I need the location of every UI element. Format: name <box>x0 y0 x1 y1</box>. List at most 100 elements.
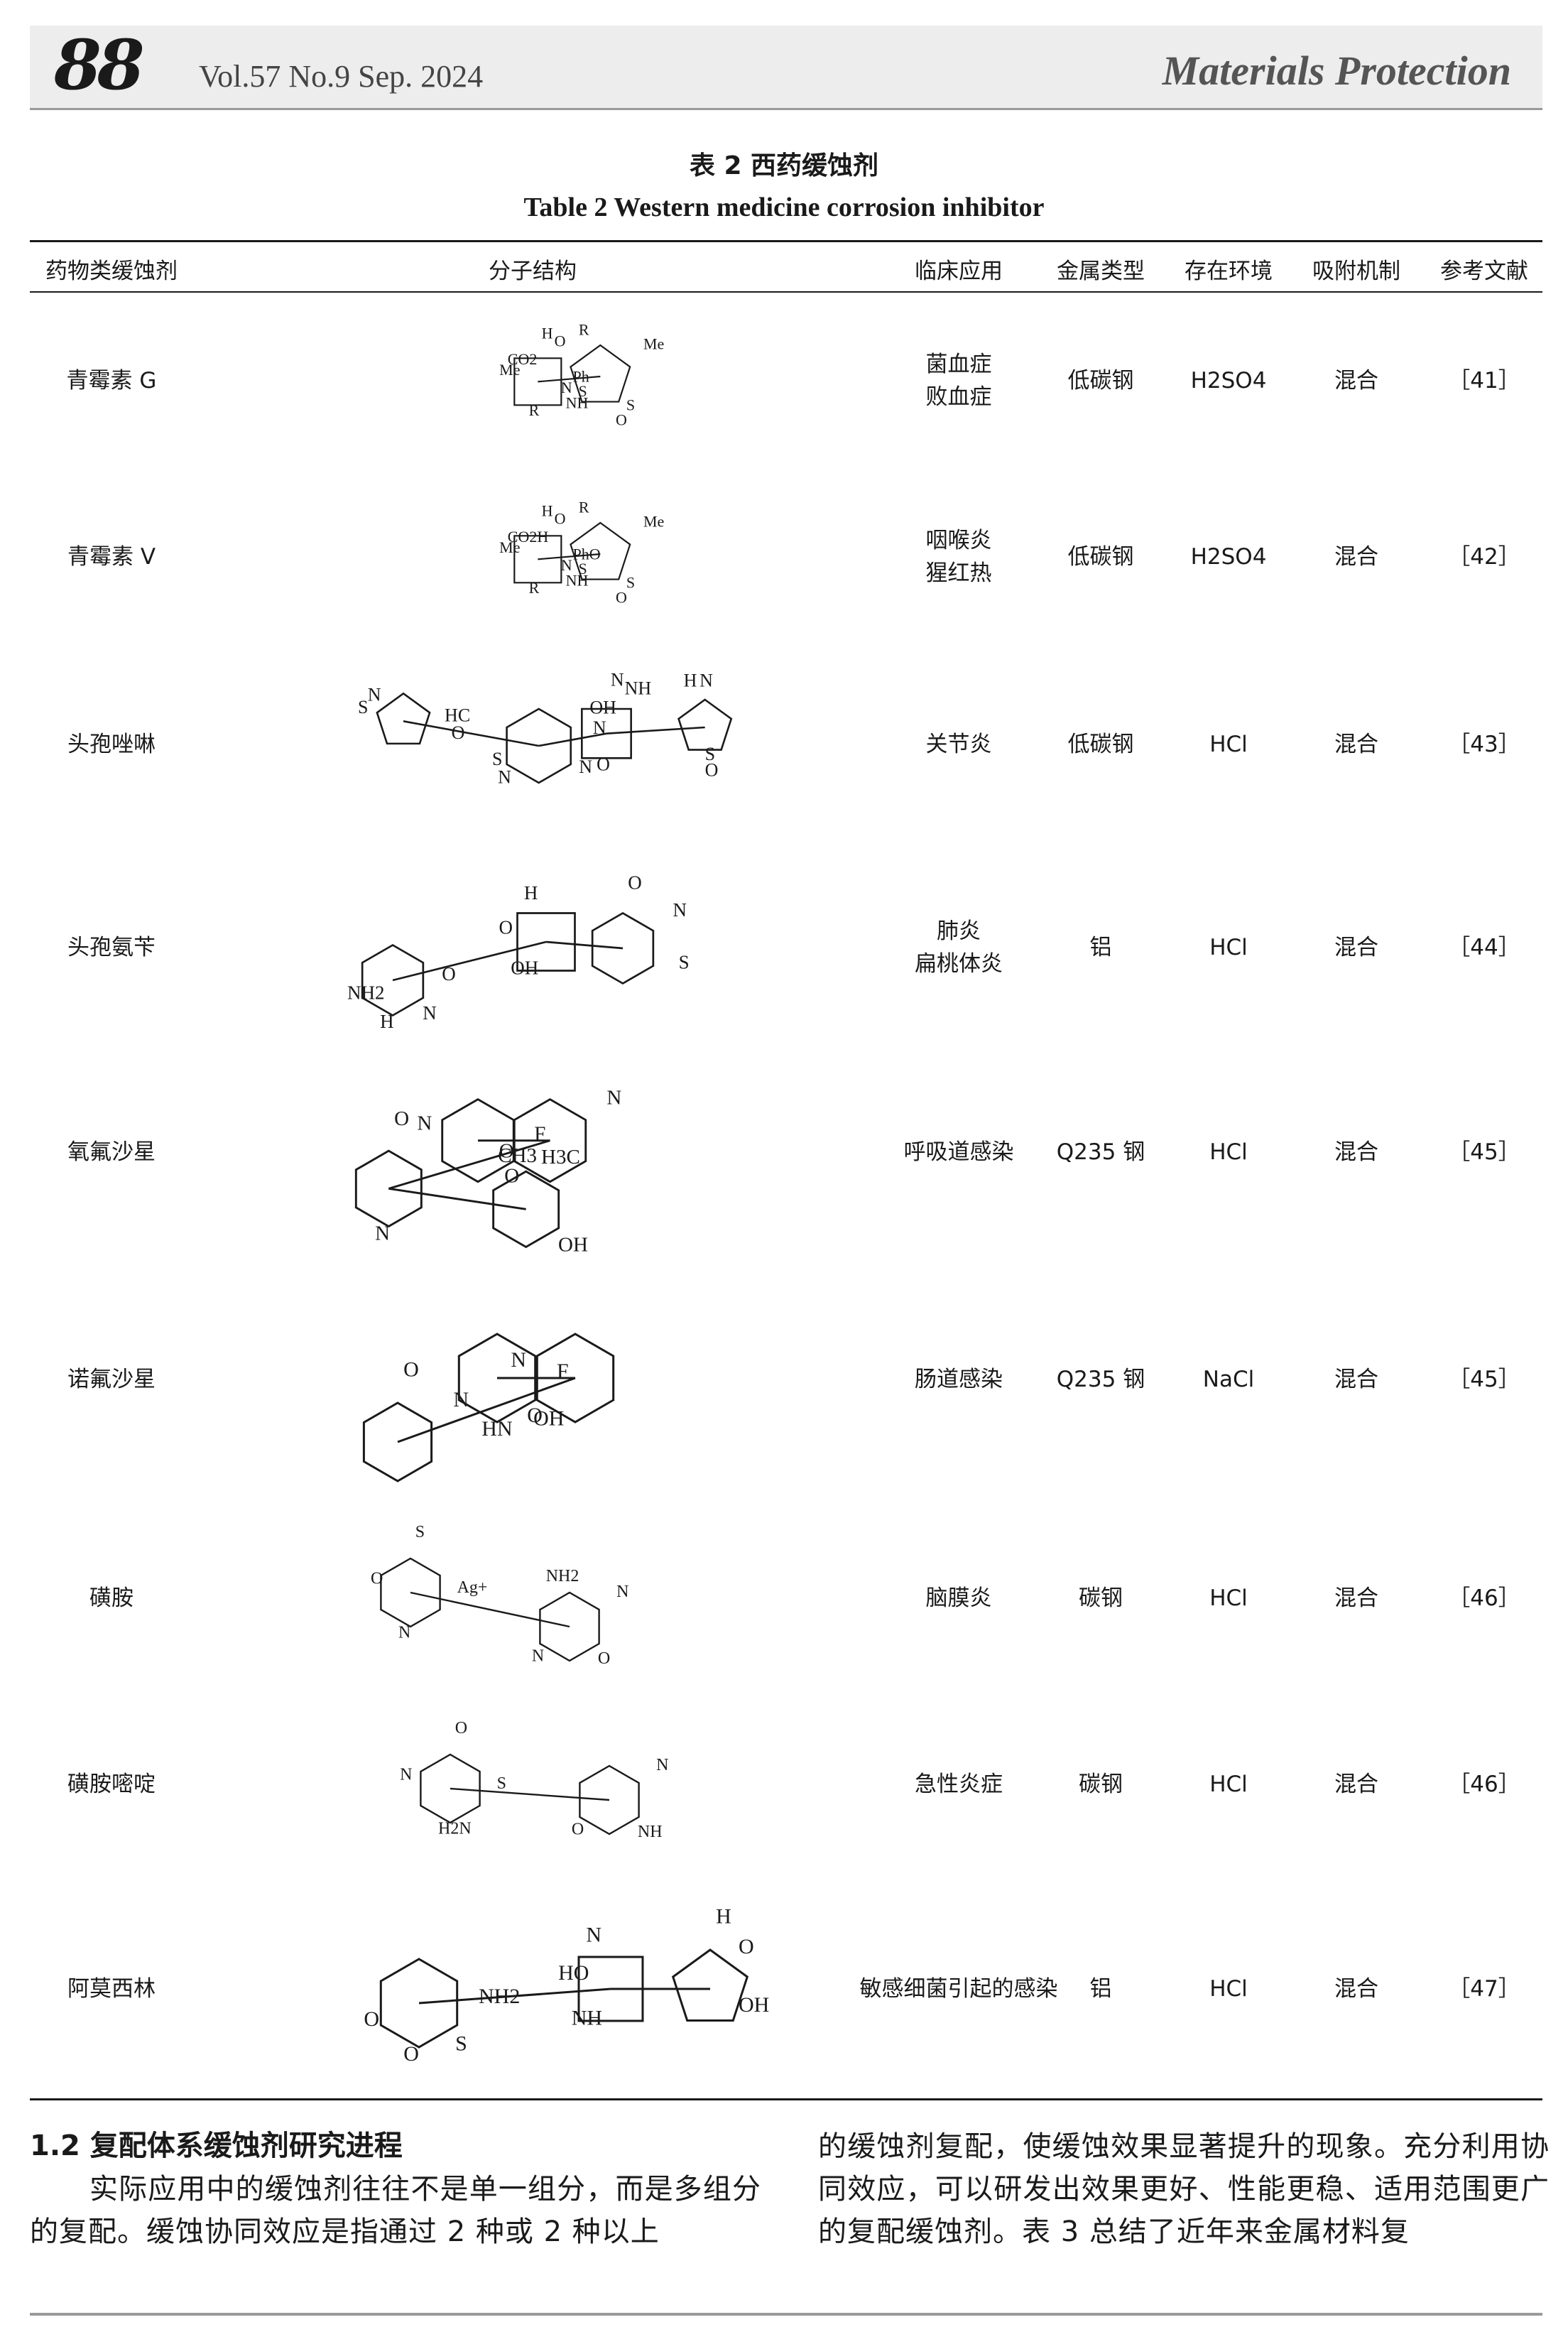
environment-cell: H2SO4 <box>1190 544 1267 570</box>
atom-label: N <box>375 1222 390 1244</box>
environment-cell: H2SO4 <box>1190 368 1267 394</box>
clinical-application-cell: 关节炎 <box>838 728 1079 761</box>
ring-bond <box>581 707 632 759</box>
ring-bond <box>362 1401 433 1482</box>
atom-label: O <box>739 1935 754 1958</box>
atom-label: Me <box>499 538 520 556</box>
ring-bond <box>677 698 733 751</box>
atom-label: O <box>403 1357 419 1381</box>
column-header-drug: 药物类缓蚀剂 <box>45 259 178 284</box>
drug-name-cell: 磺胺 <box>89 1585 134 1611</box>
clinical-application-cell: 菌血症败血症 <box>838 348 1079 413</box>
atom-label: OH <box>558 1233 588 1256</box>
section-title: 1.2 复配体系缓蚀剂研究进程 <box>30 2130 403 2162</box>
atom-label: N <box>656 1756 668 1774</box>
atom-label: S <box>358 697 368 717</box>
ring-bond <box>591 911 655 985</box>
clinical-application-line: 肠道感染 <box>915 1367 1003 1392</box>
atom-label: N <box>400 1766 412 1784</box>
atom-label: HC <box>445 705 470 725</box>
clinical-application-line: 脑膜炎 <box>925 1585 992 1611</box>
reference-cell: ［43］ <box>1448 732 1520 757</box>
chain-bond <box>392 940 547 982</box>
chain-bond <box>545 940 624 950</box>
atom-label: N <box>398 1623 410 1642</box>
atom-label: O <box>616 411 627 429</box>
clinical-application-line: 急性炎症 <box>915 1772 1003 1797</box>
clinical-application-line: 敏感细菌引起的感染 <box>859 1976 1058 2002</box>
atom-label: O <box>572 1821 584 1839</box>
atom-label: HO <box>558 1961 589 1985</box>
table-header-rule <box>30 291 1542 293</box>
ring-bond <box>671 1948 749 2022</box>
ring-bond <box>457 1333 537 1423</box>
ring-bond <box>513 535 562 584</box>
metal-type-cell: 碳钢 <box>1079 1585 1123 1611</box>
atom-label: Me <box>643 512 664 530</box>
metal-type-cell: 铝 <box>1089 1976 1112 2002</box>
drug-name-cell: 诺氟沙星 <box>67 1367 156 1392</box>
atom-label: S <box>626 396 635 414</box>
atom-label: N <box>417 1112 432 1135</box>
reference-cell: ［45］ <box>1448 1139 1520 1165</box>
chain-bond <box>403 720 539 747</box>
column-header-mechanism: 吸附机制 <box>1312 259 1400 284</box>
environment-cell: HCl <box>1209 1772 1248 1797</box>
metal-type-cell: 碳钢 <box>1079 1772 1123 1797</box>
drug-name-cell: 磺胺嘧啶 <box>67 1772 156 1797</box>
body-paragraph-left: 实际应用中的缓蚀剂往往不是单一组分，而是多组分的复配。缓蚀协同效应是指通过 2 … <box>30 2173 761 2248</box>
atom-label: N <box>453 1388 469 1411</box>
ring-bond <box>570 344 631 403</box>
chain-bond <box>410 1591 570 1628</box>
atom-label: O <box>371 1570 383 1588</box>
clinical-application-line: 呼吸道感染 <box>903 1139 1014 1165</box>
metal-type-cell: Q235 钢 <box>1056 1367 1145 1392</box>
clinical-application-cell: 肠道感染 <box>838 1363 1079 1396</box>
atom-label: PhO <box>572 545 600 563</box>
adsorption-mechanism-cell: 混合 <box>1334 1585 1378 1611</box>
atom-label: O <box>455 1719 467 1737</box>
table-top-rule <box>30 240 1542 242</box>
atom-label: CO2 <box>508 350 538 368</box>
ring-bond <box>361 943 425 1017</box>
reference-cell: ［44］ <box>1448 935 1520 960</box>
chain-bond <box>538 732 607 747</box>
adsorption-mechanism-cell: 混合 <box>1334 732 1378 757</box>
reference-cell: ［46］ <box>1448 1585 1520 1611</box>
atom-label: O <box>499 916 513 938</box>
atom-label: S <box>455 2032 467 2056</box>
atom-label: S <box>679 952 690 973</box>
atom-label: N <box>532 1647 544 1666</box>
atom-label: OH <box>511 958 538 979</box>
atom-label: S <box>626 574 635 592</box>
clinical-application-cell: 急性炎症 <box>838 1768 1079 1801</box>
atom-label: O <box>394 1107 409 1130</box>
atom-label: O <box>452 722 465 743</box>
drug-name-cell: 头孢氨苄 <box>67 935 156 960</box>
reference-cell: ［42］ <box>1448 544 1520 570</box>
clinical-application-line: 扁桃体炎 <box>915 951 1003 977</box>
atom-label: N <box>423 1002 437 1024</box>
atom-label: Ag+ <box>457 1578 488 1597</box>
atom-label: Me <box>643 335 664 352</box>
atom-label: H3C <box>541 1146 580 1168</box>
atom-label: R <box>579 320 589 338</box>
ring-bond <box>535 1333 615 1423</box>
drug-name-cell: 青霉素 V <box>67 544 156 570</box>
atom-label: OH <box>589 697 616 717</box>
atom-label: Ph <box>572 367 589 385</box>
clinical-application-line: 肺炎 <box>937 918 981 944</box>
reference-cell: ［47］ <box>1448 1976 1520 2002</box>
atom-label: NH2 <box>546 1567 579 1585</box>
atom-label: O <box>597 754 610 775</box>
atom-label: H <box>716 1904 731 1928</box>
page-number: 88 <box>54 25 145 105</box>
column-header-reference: 参考文献 <box>1440 259 1528 284</box>
column-header-metal: 金属类型 <box>1057 259 1145 284</box>
